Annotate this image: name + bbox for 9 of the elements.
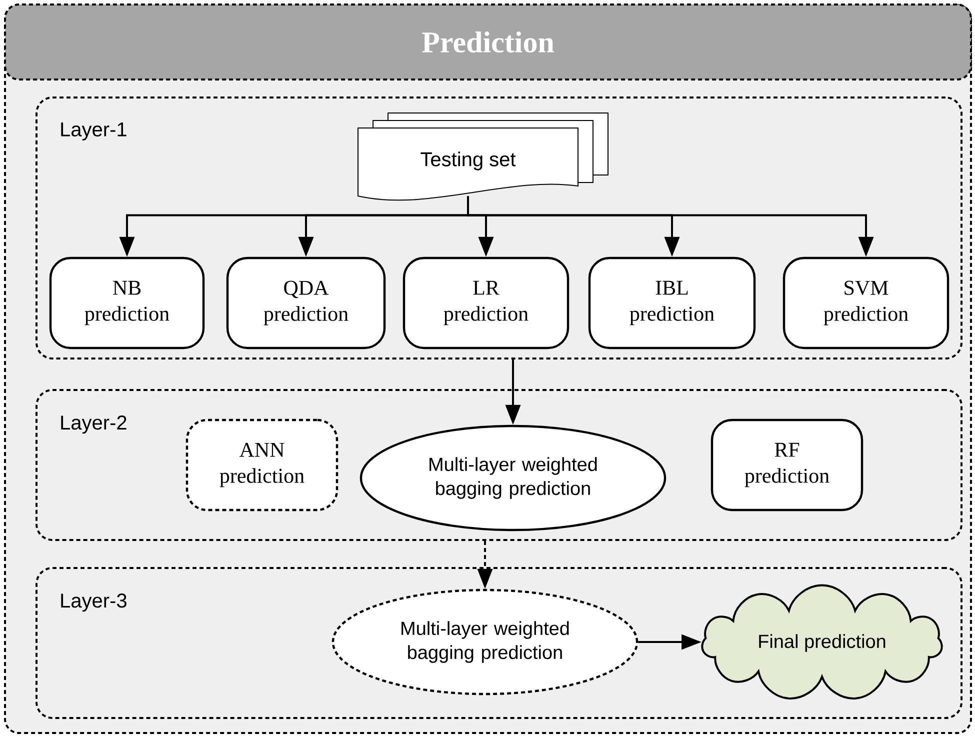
- document-stack: Testing set: [358, 112, 608, 201]
- process-box: RF prediction: [710, 418, 864, 512]
- process-box: ANN prediction: [186, 418, 338, 512]
- result-cloud: Final prediction: [701, 584, 943, 700]
- process-box: LR prediction: [402, 256, 570, 350]
- process-box: IBL prediction: [588, 256, 756, 350]
- process-box: SVM prediction: [782, 256, 950, 350]
- process-box: QDA prediction: [226, 256, 386, 350]
- process-box: NB prediction: [49, 256, 205, 350]
